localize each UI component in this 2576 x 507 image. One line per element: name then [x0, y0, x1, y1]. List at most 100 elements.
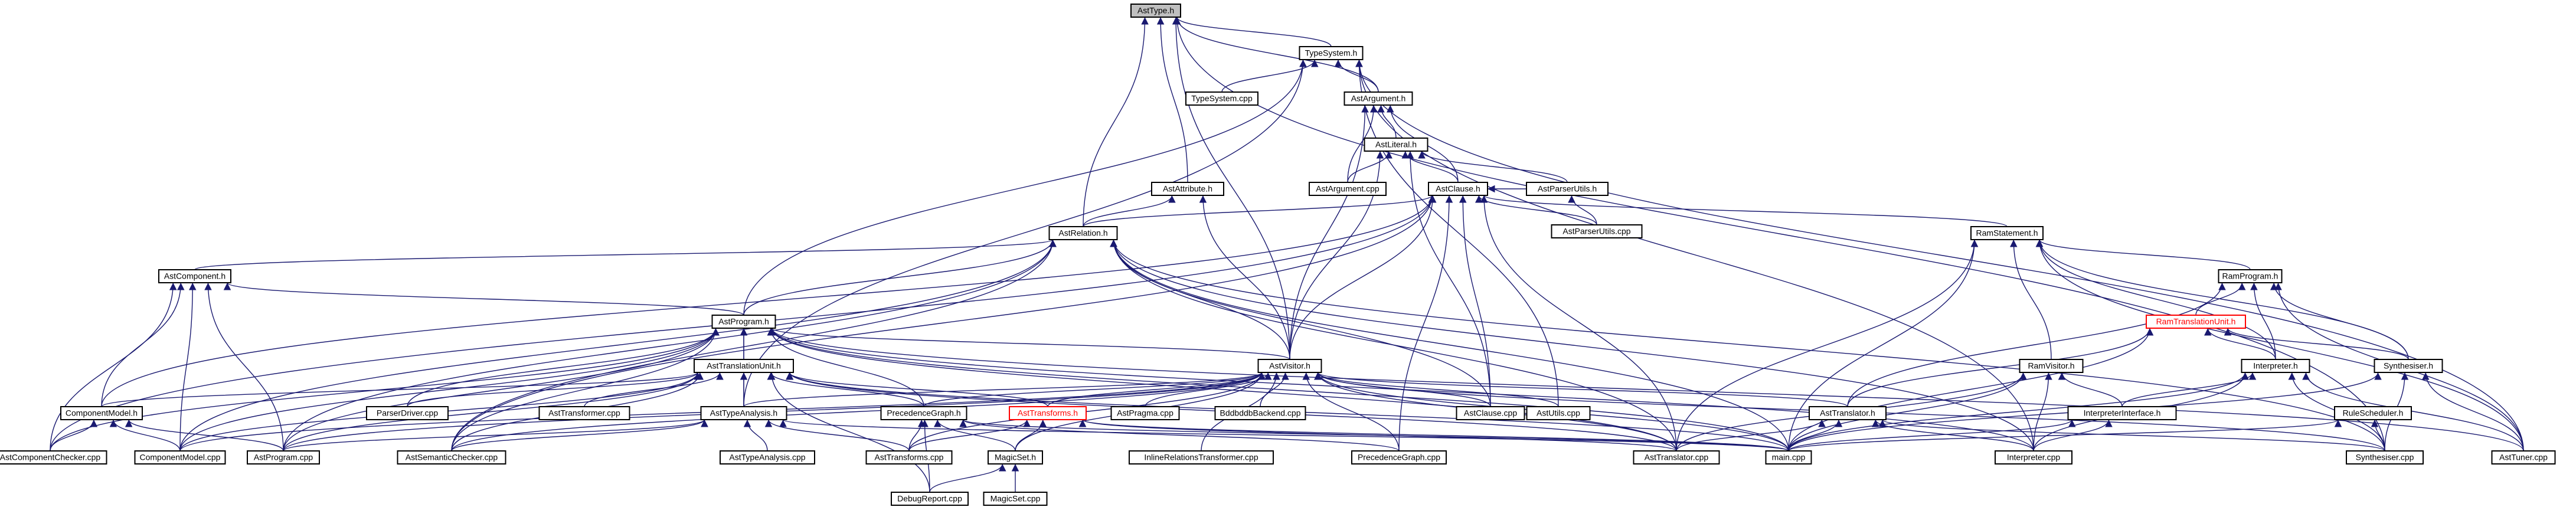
node-box[interactable]: [2218, 269, 2283, 283]
node-box[interactable]: [1110, 406, 1180, 420]
node-asttypeanalysis-cpp[interactable]: AstTypeAnalysis.cpp: [720, 450, 815, 465]
node-interpreter-cpp[interactable]: Interpreter.cpp: [1995, 450, 2072, 465]
node-asttuner-cpp[interactable]: AstTuner.cpp: [2491, 450, 2556, 465]
node-ramtranslationunit-h[interactable]: RamTranslationUnit.h: [2146, 315, 2246, 329]
node-typesystem-cpp[interactable]: TypeSystem.cpp: [1185, 91, 1258, 106]
node-box[interactable]: [1526, 182, 1609, 196]
node-box[interactable]: [1970, 226, 2044, 240]
node-bddbddbbackend-cpp[interactable]: BddbddbBackend.cpp: [1214, 406, 1306, 420]
node-box[interactable]: [1633, 450, 1720, 465]
node-box[interactable]: [2334, 406, 2412, 420]
node-box[interactable]: [397, 450, 506, 465]
node-box[interactable]: [880, 406, 967, 420]
node-box[interactable]: [1765, 450, 1812, 465]
node-box[interactable]: [60, 406, 143, 420]
node-magicset-h[interactable]: MagicSet.h: [988, 450, 1043, 465]
node-synthesiser-cpp[interactable]: Synthesiser.cpp: [2346, 450, 2424, 465]
node-box[interactable]: [891, 492, 969, 506]
node-box[interactable]: [1526, 406, 1591, 420]
node-asttype-h[interactable]: AstType.h: [1130, 4, 1181, 18]
node-astprogram-h[interactable]: AstProgram.h: [711, 315, 776, 329]
node-box[interactable]: [1185, 91, 1258, 106]
node-box[interactable]: [2491, 450, 2556, 465]
node-astrelation-h[interactable]: AstRelation.h: [1048, 226, 1118, 240]
node-astvisitor-h[interactable]: AstVisitor.h: [1257, 359, 1322, 373]
node-box[interactable]: [134, 450, 226, 465]
node-astcomponent-h[interactable]: AstComponent.h: [158, 269, 231, 283]
node-box[interactable]: [1551, 224, 1643, 238]
node-astargument-h[interactable]: AstArgument.h: [1343, 91, 1413, 106]
node-componentmodel-cpp[interactable]: ComponentModel.cpp: [134, 450, 226, 465]
node-asttranslationunit-h[interactable]: AstTranslationUnit.h: [694, 359, 794, 373]
node-box[interactable]: [1428, 182, 1488, 196]
node-box[interactable]: [366, 406, 449, 420]
node-typesystem-h[interactable]: TypeSystem.h: [1299, 46, 1364, 60]
node-astliteral-h[interactable]: AstLiteral.h: [1364, 138, 1428, 152]
node-box[interactable]: [0, 450, 107, 465]
node-astparserutils-h[interactable]: AstParserUtils.h: [1526, 182, 1609, 196]
node-asttranslator-cpp[interactable]: AstTranslator.cpp: [1633, 450, 1720, 465]
node-box[interactable]: [1309, 182, 1387, 196]
node-main-cpp[interactable]: main.cpp: [1765, 450, 1812, 465]
node-asttransformer-cpp[interactable]: AstTransformer.cpp: [538, 406, 630, 420]
node-box[interactable]: [1048, 226, 1118, 240]
node-box[interactable]: [700, 406, 787, 420]
node-box[interactable]: [1130, 4, 1181, 18]
node-box[interactable]: [1151, 182, 1224, 196]
node-astclause-cpp[interactable]: AstClause.cpp: [1456, 406, 1525, 420]
node-synthesiser-h[interactable]: Synthesiser.h: [2374, 359, 2443, 373]
node-astpragma-cpp[interactable]: AstPragma.cpp: [1110, 406, 1180, 420]
node-box[interactable]: [2241, 359, 2310, 373]
node-box[interactable]: [1364, 138, 1428, 152]
node-box[interactable]: [158, 269, 231, 283]
node-box[interactable]: [2019, 359, 2084, 373]
node-box[interactable]: [720, 450, 815, 465]
node-componentmodel-h[interactable]: ComponentModel.h: [60, 406, 143, 420]
node-ramprogram-h[interactable]: RamProgram.h: [2218, 269, 2283, 283]
node-box[interactable]: [1809, 406, 1887, 420]
node-asttransforms-h[interactable]: AstTransforms.h: [1009, 406, 1087, 420]
node-astparserutils-cpp[interactable]: AstParserUtils.cpp: [1551, 224, 1643, 238]
node-astargument-cpp[interactable]: AstArgument.cpp: [1309, 182, 1387, 196]
node-box[interactable]: [1343, 91, 1413, 106]
node-ramstatement-h[interactable]: RamStatement.h: [1970, 226, 2044, 240]
node-precedencegraph-cpp[interactable]: PrecedenceGraph.cpp: [1351, 450, 1447, 465]
node-box[interactable]: [1299, 46, 1364, 60]
node-astsemanticchecker-cpp[interactable]: AstSemanticChecker.cpp: [397, 450, 506, 465]
node-box[interactable]: [1351, 450, 1447, 465]
node-debugreport-cpp[interactable]: DebugReport.cpp: [891, 492, 969, 506]
node-box[interactable]: [711, 315, 776, 329]
node-asttypeanalysis-h[interactable]: AstTypeAnalysis.h: [700, 406, 787, 420]
node-box[interactable]: [1214, 406, 1306, 420]
node-astcomponentchecker-cpp[interactable]: AstComponentChecker.cpp: [0, 450, 107, 465]
node-box[interactable]: [1995, 450, 2072, 465]
node-inlinerelationstransformer-cpp[interactable]: InlineRelationsTransformer.cpp: [1129, 450, 1274, 465]
node-asttransforms-cpp[interactable]: AstTransforms.cpp: [865, 450, 953, 465]
node-interpreter-h[interactable]: Interpreter.h: [2241, 359, 2310, 373]
node-astutils-cpp[interactable]: AstUtils.cpp: [1526, 406, 1591, 420]
node-box[interactable]: [983, 492, 1048, 506]
node-box[interactable]: [1257, 359, 1322, 373]
node-box[interactable]: [988, 450, 1043, 465]
node-box[interactable]: [2146, 315, 2246, 329]
node-box[interactable]: [538, 406, 630, 420]
node-rulescheduler-h[interactable]: RuleScheduler.h: [2334, 406, 2412, 420]
node-astattribute-h[interactable]: AstAttribute.h: [1151, 182, 1224, 196]
node-box[interactable]: [2067, 406, 2177, 420]
node-box[interactable]: [865, 450, 953, 465]
node-magicset-cpp[interactable]: MagicSet.cpp: [983, 492, 1048, 506]
node-ramvisitor-h[interactable]: RamVisitor.h: [2019, 359, 2084, 373]
node-astprogram-cpp[interactable]: AstProgram.cpp: [247, 450, 320, 465]
node-box[interactable]: [247, 450, 320, 465]
node-interpreterinterface-h[interactable]: InterpreterInterface.h: [2067, 406, 2177, 420]
node-precedencegraph-h[interactable]: PrecedenceGraph.h: [880, 406, 967, 420]
node-astclause-h[interactable]: AstClause.h: [1428, 182, 1488, 196]
node-box[interactable]: [694, 359, 794, 373]
node-box[interactable]: [1009, 406, 1087, 420]
node-asttranslator-h[interactable]: AstTranslator.h: [1809, 406, 1887, 420]
node-box[interactable]: [1456, 406, 1525, 420]
node-box[interactable]: [2346, 450, 2424, 465]
node-box[interactable]: [1129, 450, 1274, 465]
node-parserdriver-cpp[interactable]: ParserDriver.cpp: [366, 406, 449, 420]
node-box[interactable]: [2374, 359, 2443, 373]
